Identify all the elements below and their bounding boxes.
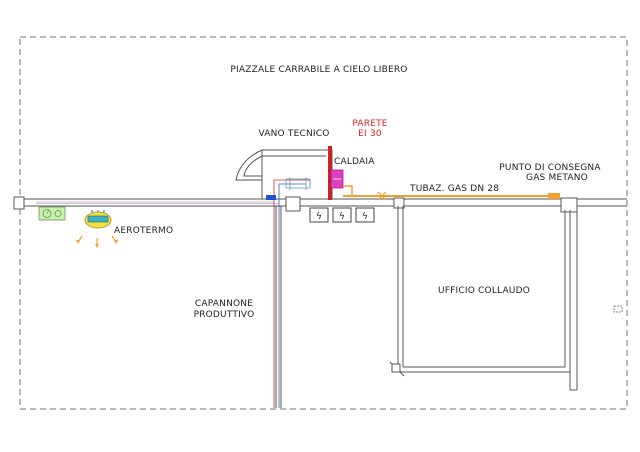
electrical-panels: ϟ ϟ ϟ xyxy=(309,207,375,223)
site-boundary xyxy=(19,36,628,410)
vano-tecnico-room xyxy=(235,149,333,199)
label-piazzale: PIAZZALE CARRABILE A CIELO LIBERO xyxy=(230,65,407,75)
label-tubaz-gas: TUBAZ. GAS DN 28 xyxy=(409,184,499,194)
column-pillar-1 xyxy=(285,196,301,212)
label-ufficio-collaudo: UFFICIO COLLAUDO xyxy=(438,286,530,296)
boiler-connection-pipes xyxy=(273,177,311,192)
label-punto-consegna-1: PUNTO DI CONSEGNA xyxy=(499,163,601,173)
gas-meter-icon xyxy=(548,193,560,199)
wall-marker-right xyxy=(613,305,623,313)
svg-text:ϟ: ϟ xyxy=(339,212,345,222)
thermostat-icon xyxy=(38,206,66,221)
svg-text:ϟ: ϟ xyxy=(316,212,322,222)
valve-blue-icon xyxy=(266,195,276,200)
column-pillar-2 xyxy=(393,197,405,209)
label-capannone-2: PRODUTTIVO xyxy=(194,310,255,320)
column-pillar-3 xyxy=(560,197,578,213)
label-punto-consegna-2: GAS METANO xyxy=(526,173,588,183)
gas-valve-icon xyxy=(377,191,387,201)
label-capannone-1: CAPANNONE xyxy=(195,299,253,309)
label-caldaia: CALDAIA xyxy=(334,157,375,167)
main-wall xyxy=(14,198,627,207)
aerotermo-icon xyxy=(76,210,118,248)
gas-pipe-riser xyxy=(343,185,353,196)
label-vano-tecnico: VANO TECNICO xyxy=(258,129,329,139)
fire-wall-ei30 xyxy=(328,146,332,200)
partition-wall xyxy=(275,206,282,408)
label-parete-2: EI 30 xyxy=(358,129,382,139)
ufficio-collaudo-walls xyxy=(389,206,578,391)
label-aerotermo: AEROTERMO xyxy=(114,226,173,236)
svg-text:ϟ: ϟ xyxy=(362,212,368,222)
label-parete-1: PARETE xyxy=(352,119,387,129)
wall-pillar-left xyxy=(13,196,25,210)
